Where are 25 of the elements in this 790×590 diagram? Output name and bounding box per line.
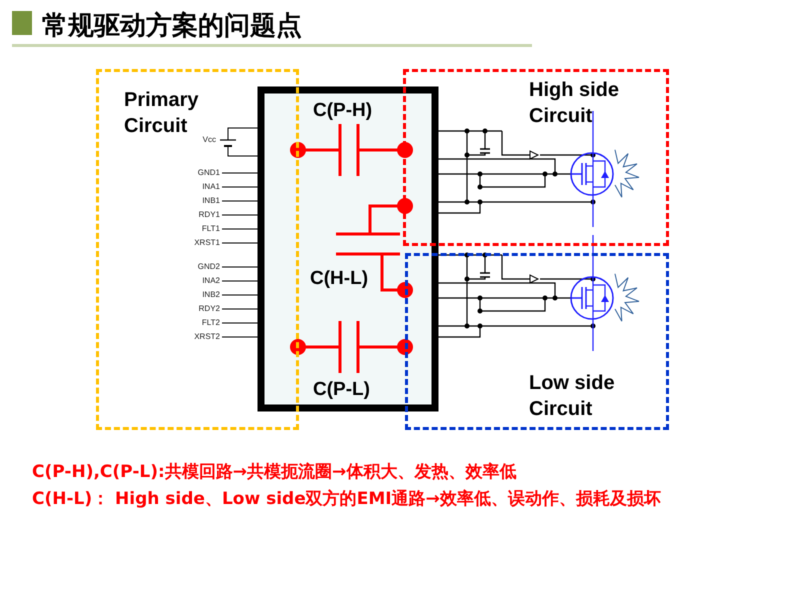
pin-label: INA2 bbox=[201, 276, 220, 286]
region-label: Low side Circuit bbox=[529, 371, 616, 422]
pin-label: INB1 bbox=[201, 196, 220, 206]
note-text: C(H-L)： High side、Low side双方的EMI通路→效率低、误动作、损耗及损坏 bbox=[32, 488, 661, 510]
pin-label: GND2 bbox=[196, 262, 220, 272]
pin-label: INA1 bbox=[201, 182, 220, 192]
pin-label: XRST1 bbox=[193, 238, 220, 248]
capacitor-label: C(H-L) bbox=[310, 268, 368, 290]
pin-label: RDY2 bbox=[198, 304, 220, 314]
pin-label: RDY1 bbox=[198, 210, 220, 220]
title: 常规驱动方案的问题点 bbox=[42, 10, 302, 43]
dashed-region bbox=[405, 253, 669, 430]
pin-label: XRST2 bbox=[193, 332, 220, 342]
pin-label: Vcc bbox=[202, 135, 216, 145]
region-label: Primary Circuit bbox=[124, 88, 200, 139]
pin-label: INB2 bbox=[201, 290, 220, 300]
region-label: High side Circuit bbox=[529, 78, 620, 129]
dashed-region bbox=[96, 69, 299, 430]
note-text: C(P-H),C(P-L):共模回路→共模扼流圈→体积大、发热、效率低 bbox=[32, 461, 516, 483]
pin-label: FLT2 bbox=[200, 318, 220, 328]
capacitor-label: C(P-L) bbox=[313, 379, 370, 401]
pin-label: FLT1 bbox=[200, 224, 220, 234]
pin-label: GND1 bbox=[196, 168, 220, 178]
capacitor-label: C(P-H) bbox=[313, 100, 372, 122]
dashed-region bbox=[403, 69, 669, 246]
